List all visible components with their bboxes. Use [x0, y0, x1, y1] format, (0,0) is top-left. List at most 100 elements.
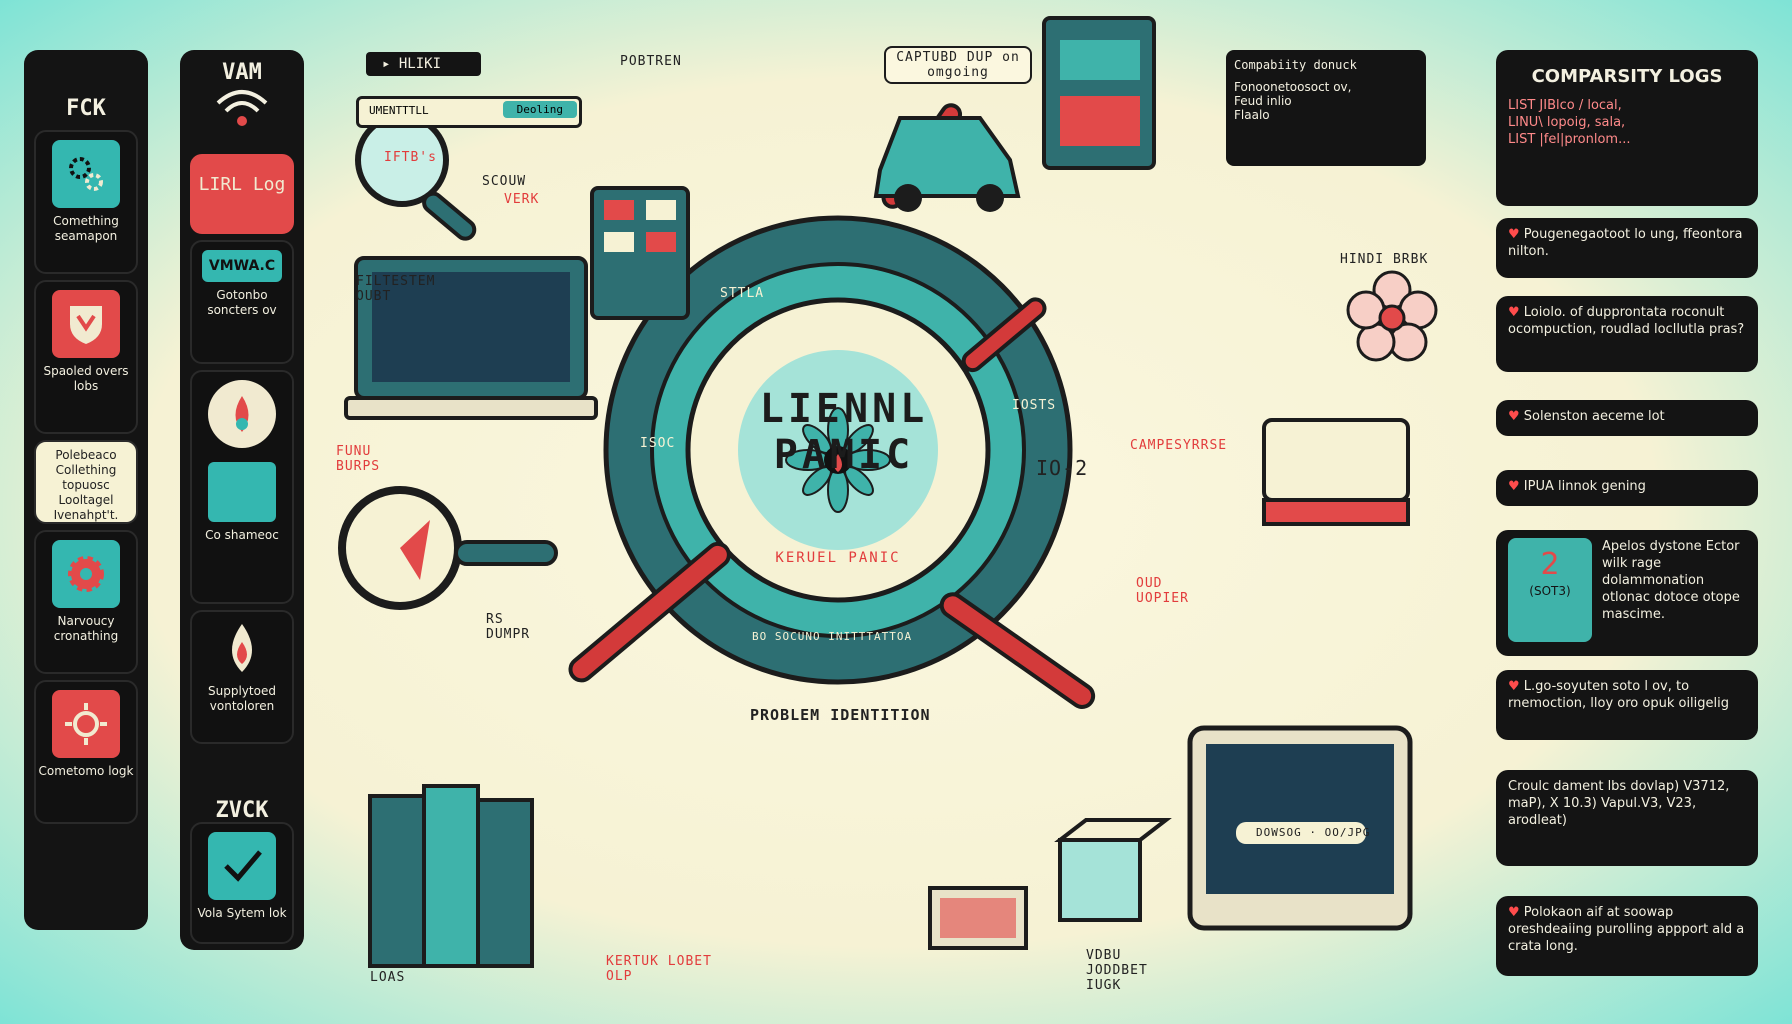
verk-label: VERK	[504, 192, 540, 207]
right-card-1-text: Pougenegaotoot lo ung, ffeontora nilton.	[1508, 226, 1746, 260]
mid-card-2[interactable]: Co shameoc	[190, 370, 294, 604]
right-card-8[interactable]: Polokaon aif at soowap oreshdeaiing puro…	[1496, 896, 1758, 976]
right-card-3[interactable]: Solenston aeceme lot	[1496, 400, 1758, 436]
left-card-2[interactable]: Spaoled overs lobs	[34, 280, 138, 434]
cube-icon	[1054, 818, 1172, 922]
campes-label: CAMPESYRRSE	[1130, 438, 1228, 453]
left-card-5-label: Cometomo logk	[38, 764, 134, 778]
log-badge: LIRL Log	[198, 174, 286, 195]
message-panel-icon	[208, 462, 276, 522]
vmwa-badge: VMWA.C	[202, 250, 282, 282]
server-icon	[590, 186, 690, 320]
ring-label-4: ISOC	[640, 436, 676, 451]
right-card-4[interactable]: IPUA linnok gening	[1496, 470, 1758, 506]
compat-row: Feud inlio	[1234, 94, 1292, 108]
intro-line: LIST |fel|pronlom...	[1508, 132, 1631, 147]
wifi-icon	[180, 85, 304, 133]
mid-card-2-label: Co shameoc	[205, 528, 279, 542]
left-panel: FCK Comething seamapon Spaoled overs lob…	[24, 50, 148, 930]
right-card-4-text: IPUA linnok gening	[1508, 478, 1746, 495]
check-icon	[208, 832, 276, 900]
drop-badge-number: 2	[1540, 547, 1560, 582]
server-icon	[1042, 16, 1156, 170]
left-card-1[interactable]: Comething seamapon	[34, 130, 138, 274]
debug-button[interactable]: Deoling	[502, 101, 577, 118]
right-card-2-text: Loiolo. of dupprontata roconult ocompuct…	[1508, 304, 1746, 338]
sun-icon	[52, 690, 120, 758]
intro-line: LIST JIBlco / local,	[1508, 98, 1622, 113]
flower-icon	[1346, 270, 1438, 362]
drop-badge: 2 (SOT3)	[1508, 538, 1592, 642]
printer-icon	[1262, 418, 1410, 526]
search-input[interactable]: UMENTTTLL	[369, 104, 429, 117]
intro-line: LINU\ lopoig, sala,	[1508, 115, 1626, 130]
right-card-7[interactable]: Croulc dament lbs dovlap) V3712, maP), X…	[1496, 770, 1758, 866]
magnifier-icon	[338, 486, 558, 610]
left-card-2-label: Spaoled overs lobs	[43, 364, 129, 393]
zvck-title: ZVCK	[215, 798, 269, 823]
right-card-5-text: Apelos dystone Ector wilk rage dolammona…	[1602, 539, 1740, 622]
left-card-3[interactable]: Polebeaco Collething topuosc Looltagel I…	[34, 440, 138, 524]
left-card-4[interactable]: Narvoucy cronathing	[34, 530, 138, 674]
search-bar[interactable]: UMENTTTLL Deoling	[356, 96, 582, 128]
oud-uopier-label: OUD UOPIER	[1136, 576, 1189, 606]
drop-icon	[192, 622, 292, 678]
right-card-6[interactable]: L.go-soyuten soto l ov, to rnemoction, l…	[1496, 670, 1758, 740]
hindi-label: HINDI BRBK	[1340, 252, 1429, 267]
right-card-8-text: Polokaon aif at soowap oreshdeaiing puro…	[1508, 904, 1746, 955]
left-card-3-label: Polebeaco Collething topuosc Looltagel I…	[53, 448, 119, 522]
right-card-7-text: Croulc dament lbs dovlap) V3712, maP), X…	[1508, 779, 1730, 828]
iftbs-label: IFTB's	[384, 150, 437, 165]
mid-card-1[interactable]: VMWA.C Gotonbo soncters ov	[190, 240, 294, 364]
problem-label: PROBLEM IDENTITION	[750, 706, 931, 724]
comparsity-logs-panel: COMPARSITY LOGS LIST JIBlco / local, LIN…	[1496, 50, 1758, 206]
right-card-6-text: L.go-soyuten soto l ov, to rnemoction, l…	[1508, 678, 1746, 712]
kernel-panic-subtitle: KERUEL PANIC	[775, 550, 901, 566]
right-card-5[interactable]: 2 (SOT3) Apelos dystone Ector wilk rage …	[1496, 530, 1758, 656]
ring-label-1: STTLA	[720, 286, 765, 301]
loas-label: LOAS	[370, 970, 406, 985]
ring-label-5: BO SOCUNO INITTTATTOA	[752, 630, 913, 643]
gear-icon	[52, 540, 120, 608]
compat-row: Flaalo	[1234, 108, 1270, 122]
mid-panel-title: VAM	[222, 60, 262, 85]
kertuk-label: KERTUK LOBET OLP	[606, 954, 712, 984]
left-panel-title: FCK	[66, 96, 106, 121]
compat-row: Fonoonetoosoct ov,	[1234, 80, 1352, 94]
left-card-1-label: Comething seamapon	[53, 214, 119, 243]
right-card-1[interactable]: Pougenegaotoot lo ung, ffeontora nilton.	[1496, 218, 1758, 278]
mid-card-1-label: Gotonbo soncters ov	[207, 288, 277, 317]
vdbu-label: VDBU JODDBET IUGK	[1086, 948, 1148, 993]
captured-label: CAPTUBD DUP on omgoing	[884, 46, 1032, 84]
ring-label-2: IOSTS	[1012, 398, 1057, 413]
scouw-label: SCOUW	[482, 174, 527, 189]
right-card-2[interactable]: Loiolo. of dupprontata roconult ocompuct…	[1496, 296, 1758, 372]
mid-card-3-label: Supplytoed vontoloren	[208, 684, 276, 713]
mid-card-4-label: Vola Sytem lok	[197, 906, 287, 920]
gears-icon	[52, 140, 120, 208]
left-card-4-label: Narvoucy cronathing	[53, 614, 119, 643]
log-card[interactable]: LIRL Log	[190, 154, 294, 234]
mid-panel: VAM LIRL Log VMWA.C Gotonbo soncters ov …	[180, 50, 304, 950]
flower-icon	[785, 407, 891, 513]
drop-badge-label: (SOT3)	[1529, 584, 1571, 598]
ring-label-3: IO-2	[1036, 456, 1089, 480]
books-icon	[368, 784, 534, 968]
pobtren-label: POBTREN	[620, 54, 682, 69]
mid-card-4[interactable]: Vola Sytem lok	[190, 822, 294, 944]
rs-dump-label: RS DUMPR	[486, 612, 531, 642]
laptop-icon	[344, 256, 598, 420]
monitor-icon	[1187, 725, 1413, 931]
mid-card-3[interactable]: Supplytoed vontoloren	[190, 610, 294, 744]
magnifier-icon	[355, 113, 477, 241]
right-card-3-text: Solenston aeceme lot	[1508, 408, 1746, 425]
compat-panel: Compabiity donuck Fonoonetoosoct ov, Feu…	[1226, 50, 1426, 166]
filesystem-label: FILTESTEM OUBT	[356, 274, 436, 304]
left-card-5[interactable]: Cometomo logk	[34, 680, 138, 824]
screen-label: DOWSOG · OO/JPG	[1256, 826, 1371, 839]
comparsity-logs-title: COMPARSITY LOGS	[1531, 66, 1723, 87]
shield-icon	[52, 290, 120, 358]
kernel-panic-title: LIENNL PAMIC	[759, 386, 929, 478]
hliki-button[interactable]: ▸ HLIKI	[366, 52, 482, 76]
